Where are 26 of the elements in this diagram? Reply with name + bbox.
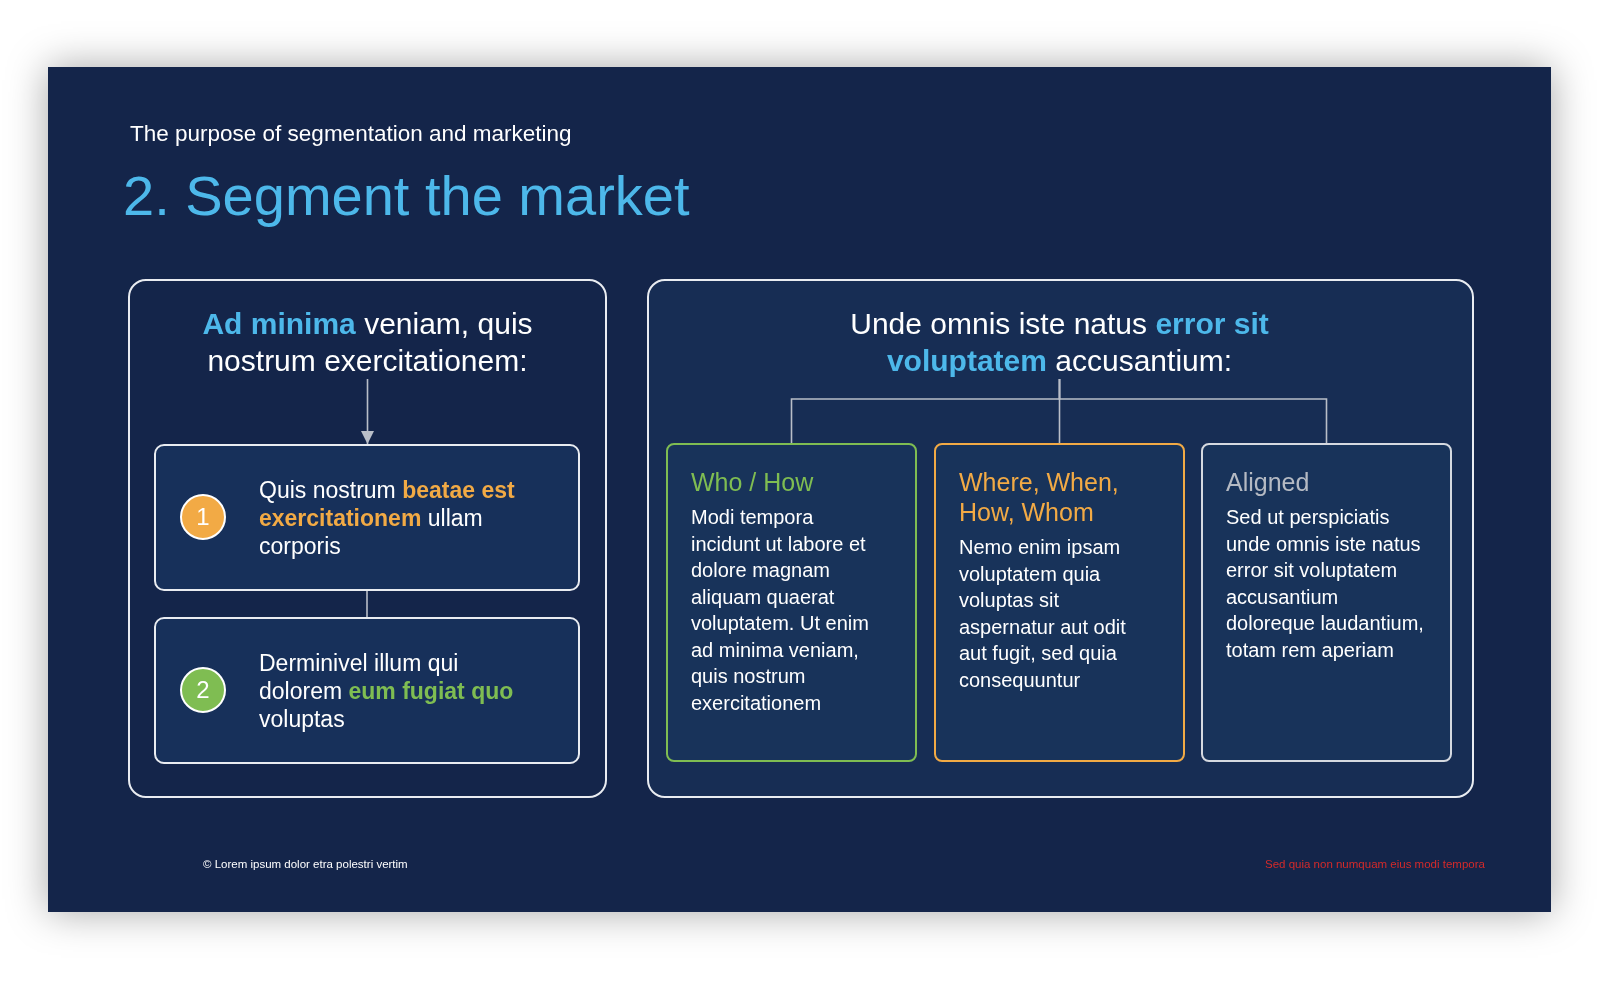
- card-text: Sed ut perspiciatis unde omnis iste natus error sit voluptatem accusantium doloreque laudantium, totam rem aperiam: [1226, 505, 1425, 663]
- copyright-text: © Lorem ipsum dolor etra polestri vertim: [203, 857, 408, 871]
- step-number: 1: [180, 494, 226, 540]
- card-text: Modi tempora incidunt ut labore et dolore magnam aliquam quaerat voluptatem. Ut enim ad minima veniam, quis nostrum exercitationem: [691, 505, 870, 716]
- connector-line: [366, 590, 368, 618]
- arrow: [361, 378, 374, 445]
- slide-title: 2. Segment the market: [123, 164, 690, 228]
- panel-heading: Unde omnis iste natus error sit voluptatem accusantium:: [796, 305, 1323, 379]
- card-heading: Aligned: [1226, 467, 1311, 497]
- connector-line: [1058, 378, 1328, 444]
- step-card: [154, 617, 580, 764]
- category-card: [666, 443, 917, 762]
- footer-note: Sed quia non numquam eius modi tempora: [1265, 857, 1485, 871]
- step-number: 2: [180, 667, 226, 713]
- content-panel: [128, 279, 607, 798]
- content-panel: [647, 279, 1474, 798]
- card-text: Nemo enim ipsam voluptatem quia voluptas sit aspernatur aut odit aut fugit, sed quia consequuntur: [959, 535, 1127, 693]
- card-heading: Where, When, How, Whom: [959, 467, 1120, 527]
- step-card: [154, 444, 580, 591]
- category-card: [934, 443, 1185, 762]
- card-heading: Who / How: [691, 467, 815, 497]
- section-label: The purpose of segmentation and marketing: [130, 120, 572, 147]
- panel-heading: Ad minima veniam, quis nostrum exercitationem:: [168, 305, 567, 379]
- step-text: Quis nostrum beatae est exercitationem ullam corporis: [259, 475, 516, 560]
- step-text: Derminivel illum qui dolorem eum fugiat quo voluptas: [259, 648, 515, 733]
- category-card: [1201, 443, 1452, 762]
